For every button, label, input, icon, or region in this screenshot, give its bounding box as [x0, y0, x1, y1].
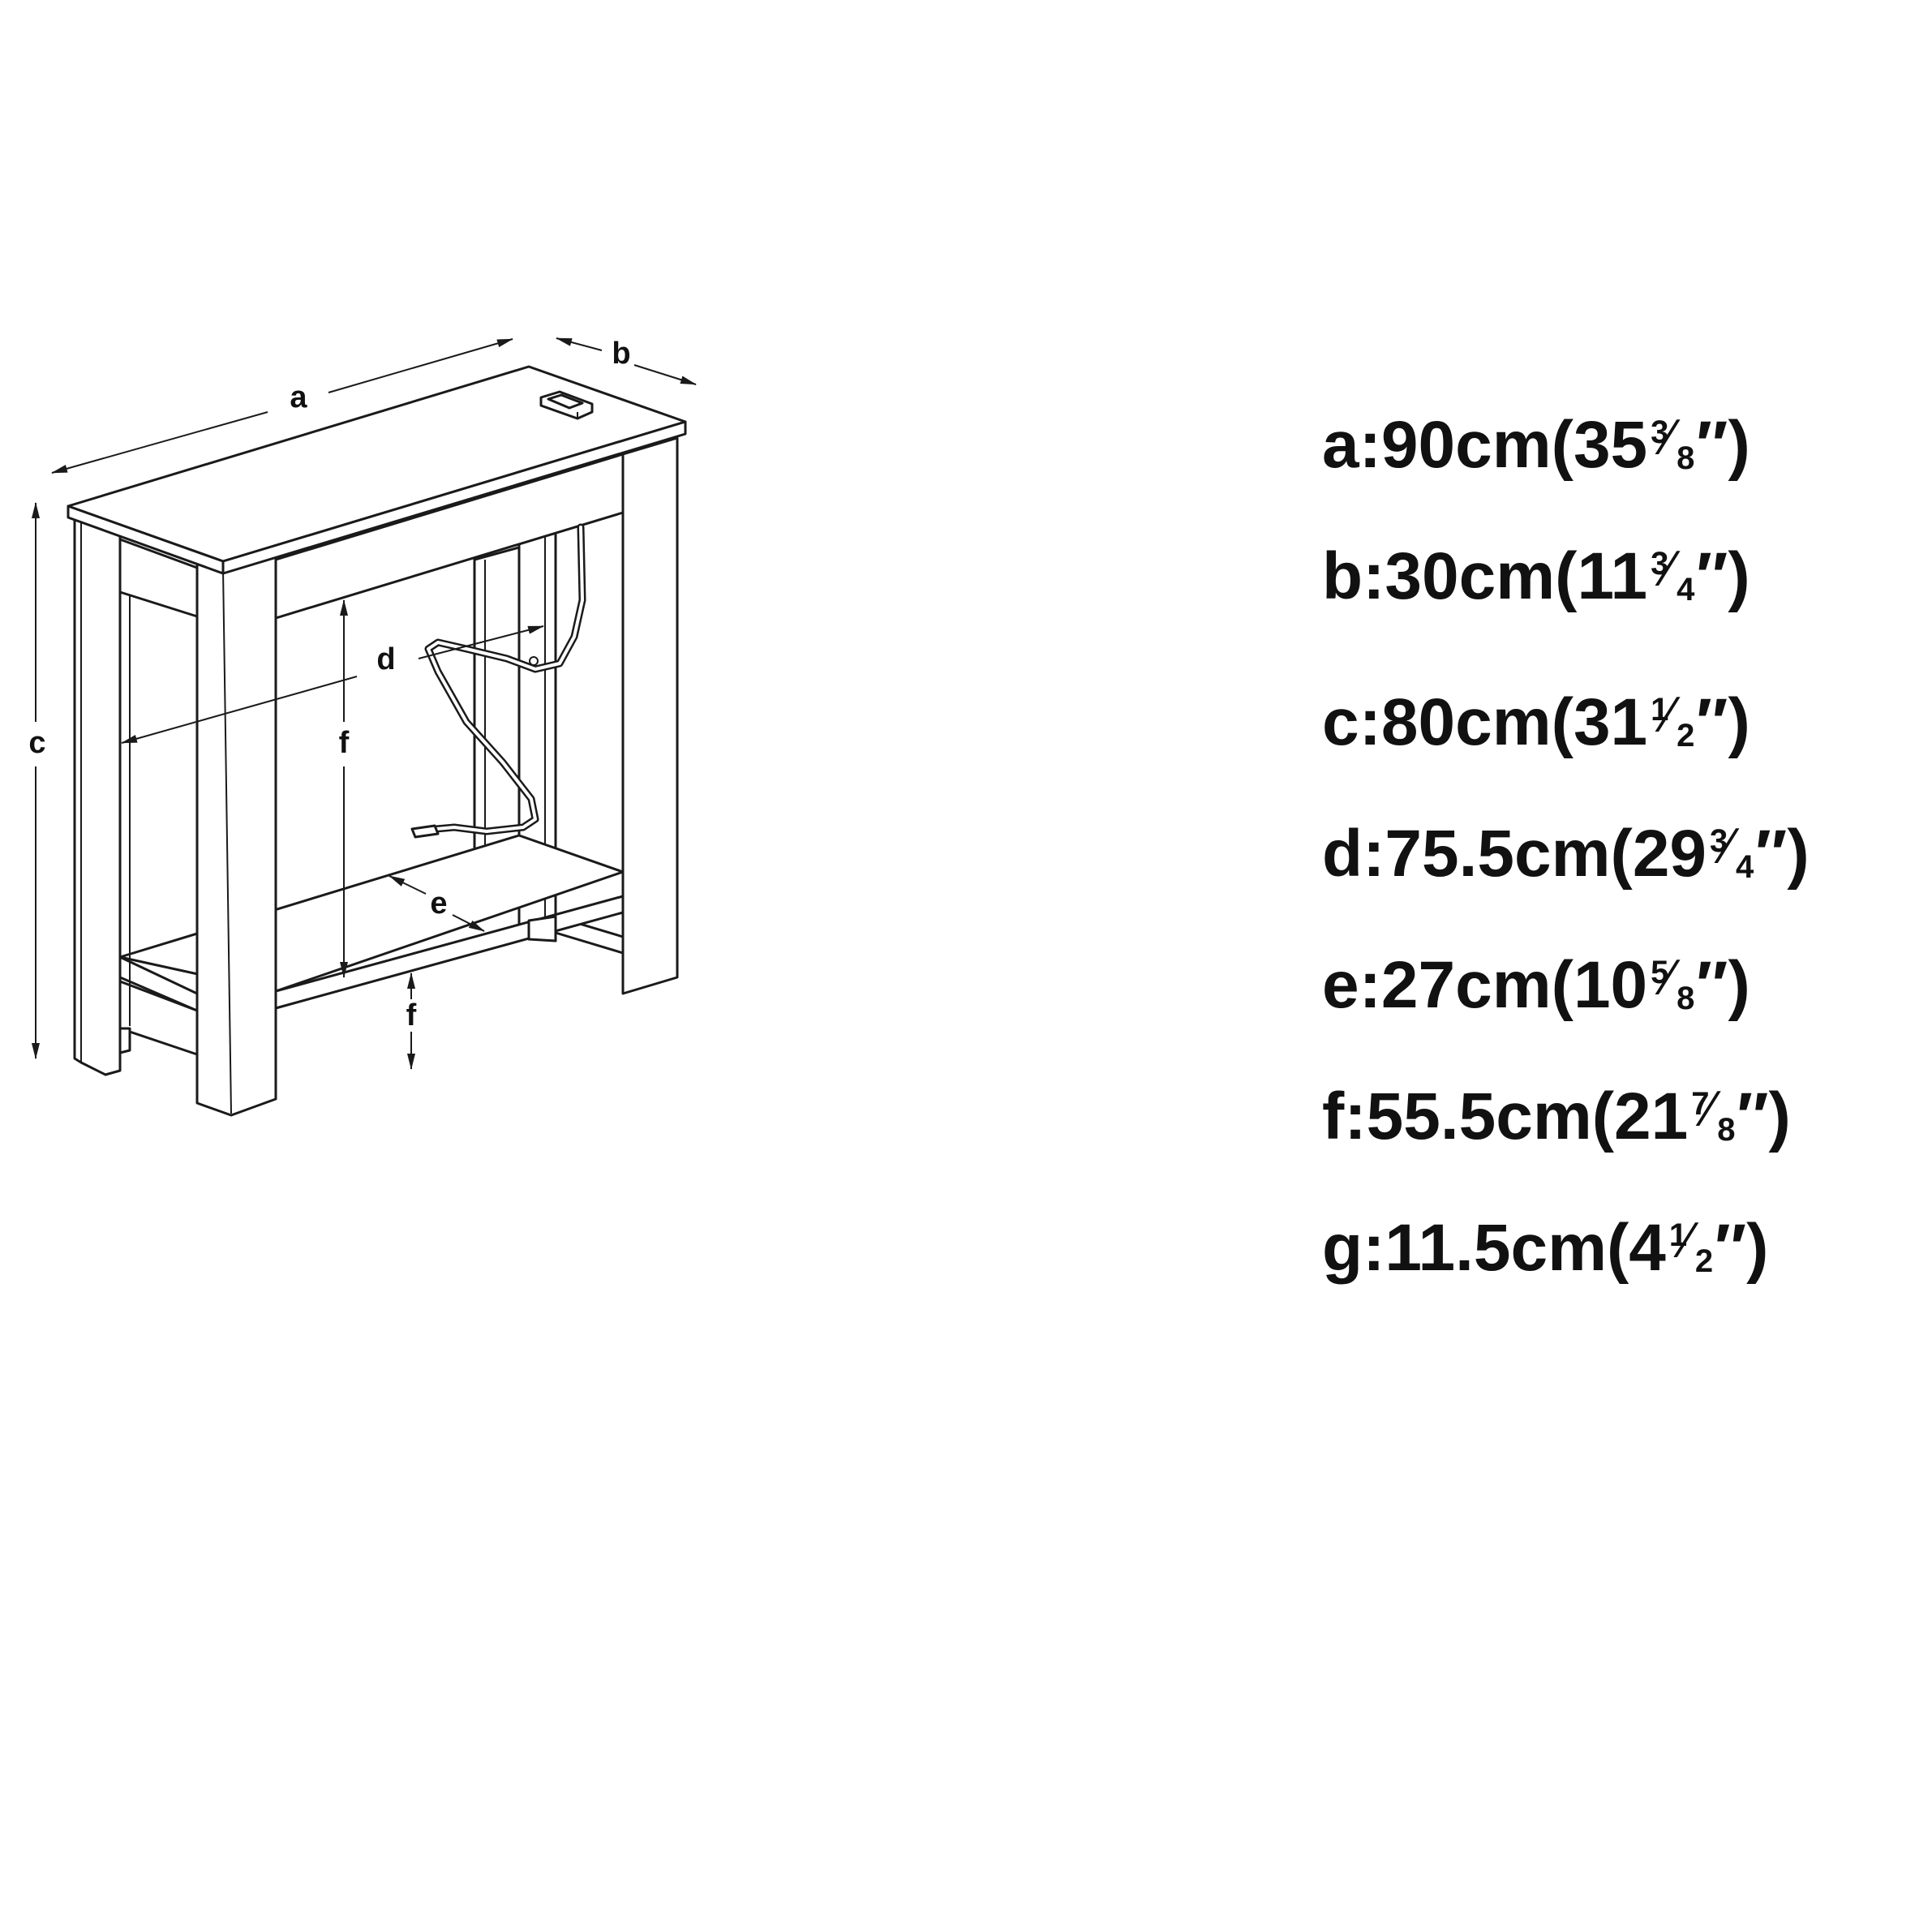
dim-whole: 21	[1614, 1080, 1689, 1153]
table-diagram: a b c d f e f	[28, 337, 697, 1117]
dim-frac-slash: ⁄	[1706, 1081, 1715, 1137]
dim-frac-slash: ⁄	[1665, 410, 1674, 466]
dim-frac-den: 4	[1736, 849, 1754, 885]
dim-whole: 31	[1573, 685, 1648, 759]
dim-letter: g	[1322, 1211, 1363, 1285]
dim-close: ″)	[1737, 1080, 1791, 1153]
dim-frac-num: 5	[1651, 955, 1669, 990]
dim-letter: b	[1322, 539, 1363, 613]
back-left-post	[473, 546, 521, 857]
dim-fraction: 3⁄4	[1707, 818, 1755, 890]
dim-close: ″)	[1755, 817, 1810, 891]
dim-close: ″)	[1714, 1211, 1769, 1285]
dim-metric: :75.5cm(	[1363, 817, 1633, 891]
dim-line-a-right	[328, 338, 513, 393]
dim-frac-den: 2	[1694, 1243, 1714, 1279]
dim-whole: 11	[1577, 539, 1648, 613]
dim-frac-slash: ⁄	[1724, 818, 1733, 874]
dim-fraction: 3⁄8	[1647, 410, 1696, 481]
dim-frac-den: 8	[1717, 1112, 1736, 1148]
dim-frac-den: 8	[1677, 981, 1695, 1016]
usb-plug-icon	[410, 824, 440, 839]
dim-whole: 10	[1573, 948, 1648, 1022]
dim-metric: :90cm(	[1359, 408, 1574, 482]
dim-frac-num: 3	[1710, 823, 1728, 859]
label-b: b	[612, 337, 630, 371]
dim-frac-num: 3	[1651, 414, 1669, 450]
dim-frac-num: 1	[1651, 692, 1669, 728]
dim-fraction: 1⁄2	[1647, 687, 1696, 758]
dim-metric: :11.5cm(	[1363, 1211, 1629, 1285]
dim-line-d-left	[121, 676, 358, 744]
dim-frac-num: 3	[1651, 546, 1669, 582]
dim-fraction: 7⁄8	[1688, 1081, 1737, 1153]
dim-fraction: 3⁄4	[1647, 541, 1696, 612]
dim-frac-num: 7	[1691, 1086, 1710, 1122]
dim-line-e-right	[452, 914, 485, 932]
dim-fraction: 1⁄2	[1666, 1213, 1715, 1284]
dim-frac-den: 2	[1677, 718, 1695, 753]
dim-metric: :27cm(	[1359, 948, 1574, 1022]
dim-close: ″)	[1696, 948, 1750, 1022]
back-right-leg	[621, 436, 679, 995]
dim-frac-slash: ⁄	[1665, 541, 1674, 597]
dimension-lines	[32, 337, 697, 1070]
dim-metric: :55.5cm(	[1344, 1080, 1615, 1153]
label-f-height: f	[339, 726, 350, 760]
dim-letter: d	[1322, 817, 1363, 891]
dim-frac-slash: ⁄	[1665, 687, 1674, 743]
front-leg	[195, 554, 557, 1117]
dim-letter: a	[1322, 408, 1359, 482]
label-d: d	[376, 642, 395, 676]
dim-whole: 29	[1632, 817, 1707, 891]
table-top	[67, 365, 687, 575]
dim-close: ″)	[1696, 408, 1750, 482]
power-outlet-icon	[539, 390, 594, 420]
dim-frac-num: 1	[1668, 1217, 1688, 1253]
dim-line-a-left	[51, 411, 268, 474]
dim-metric: :80cm(	[1359, 685, 1574, 759]
dim-frac-den: 4	[1677, 572, 1695, 608]
label-f-gap: f	[406, 998, 417, 1033]
dim-frac-slash: ⁄	[1665, 950, 1674, 1006]
dim-line-b-right	[633, 364, 697, 385]
dim-frac-den: 8	[1677, 440, 1695, 476]
label-e: e	[430, 887, 447, 921]
dim-letter: e	[1322, 948, 1359, 1022]
dim-fraction: 5⁄8	[1647, 950, 1696, 1021]
top-left-edge	[67, 504, 225, 575]
dim-line-e-left	[389, 875, 427, 895]
dim-whole: 4	[1629, 1211, 1666, 1285]
dim-close: ″)	[1696, 685, 1750, 759]
dim-letter: f	[1322, 1080, 1345, 1153]
label-a: a	[290, 380, 307, 414]
dim-line-b-left	[556, 337, 603, 351]
label-c: c	[28, 726, 45, 760]
dim-frac-slash: ⁄	[1683, 1213, 1693, 1269]
dim-letter: c	[1322, 685, 1359, 759]
power-cord	[410, 523, 586, 839]
dimension-letters: a b c d f e f	[28, 337, 630, 1033]
dim-metric: :30cm(	[1363, 539, 1578, 613]
dim-line-d-right	[418, 625, 544, 659]
dim-close: ″)	[1696, 539, 1750, 613]
dim-whole: 35	[1573, 408, 1648, 482]
